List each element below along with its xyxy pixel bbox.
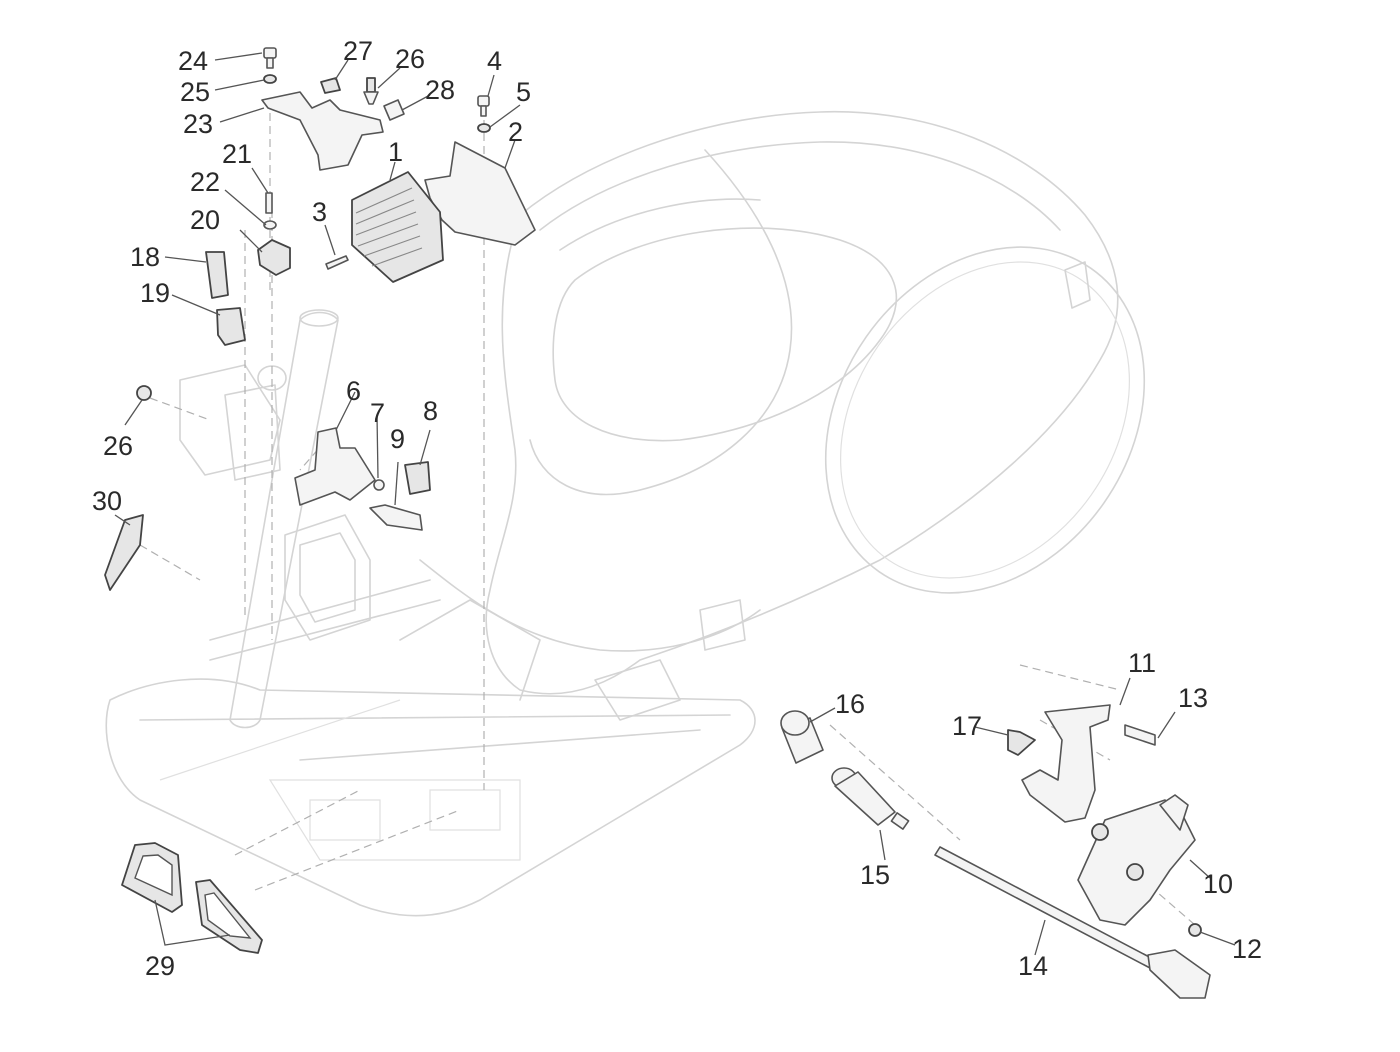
assembly-lines: [139, 100, 1196, 926]
callout-29: 29: [145, 951, 175, 981]
part-4-bolt: [477, 95, 490, 117]
part-1-voltage-regulator: [351, 171, 444, 283]
callout-9: 9: [390, 424, 405, 454]
part-13-bolt: [1124, 724, 1156, 746]
part-5-washer: [477, 123, 491, 133]
callout-4: 4: [487, 46, 502, 76]
callout-19: 19: [140, 278, 170, 308]
callout-2: 2: [508, 117, 523, 147]
callout-24: 24: [178, 46, 208, 76]
part-19-grommet: [216, 307, 246, 346]
part-20-clamp: [257, 239, 291, 276]
callout-22: 22: [190, 167, 220, 197]
callout-14: 14: [1018, 951, 1048, 981]
part-28-clip: [383, 99, 405, 121]
callout-23: 23: [183, 109, 213, 139]
callout-labels: 24 25 23 27 26 28 4 5 2 1 21 22 20 3 18 …: [92, 36, 1262, 981]
leader-lines: [114, 52, 1236, 956]
callout-17: 17: [952, 711, 982, 741]
callout-10: 10: [1203, 869, 1233, 899]
part-30-clip: [104, 514, 144, 591]
part-7-nut: [373, 479, 385, 491]
callout-12: 12: [1232, 934, 1262, 964]
callout-25: 25: [180, 77, 210, 107]
part-3-bolt: [325, 255, 349, 270]
part-16-bushing: [780, 710, 824, 764]
part-9-sensor: [369, 504, 423, 531]
part-11-bracket: [1021, 704, 1111, 823]
callout-3: 3: [312, 197, 327, 227]
callout-6: 6: [346, 376, 361, 406]
part-26-screw: [363, 77, 379, 105]
callout-15: 15: [860, 860, 890, 890]
part-17-connector: [1007, 729, 1036, 756]
part-12-nut: [1188, 923, 1202, 937]
callout-1: 1: [388, 137, 403, 167]
part-29-gaskets: [121, 842, 263, 954]
callout-5: 5: [516, 77, 531, 107]
callout-13: 13: [1178, 683, 1208, 713]
part-24-bolt: [263, 47, 277, 69]
callout-11: 11: [1128, 648, 1156, 678]
part-25-washer: [263, 74, 277, 84]
callout-16: 16: [835, 689, 865, 719]
callout-20: 20: [190, 205, 220, 235]
part-10-stand-housing: [1077, 794, 1196, 926]
part-14-rod: [934, 846, 1211, 999]
part-27-clip: [320, 77, 341, 94]
part-23-bracket: [261, 91, 384, 171]
callout-26-top: 26: [395, 44, 425, 74]
callout-28: 28: [425, 75, 455, 105]
callout-26-left: 26: [103, 431, 133, 461]
part-15-pin: [831, 767, 910, 830]
part-2-cover: [424, 141, 536, 246]
callout-21: 21: [222, 139, 252, 169]
part-8-relay: [404, 461, 431, 495]
part-22-washer: [263, 220, 277, 230]
callout-18: 18: [130, 242, 160, 272]
part-18-cap: [205, 251, 229, 299]
part-21-screw: [265, 192, 273, 214]
callout-8: 8: [423, 396, 438, 426]
part-26-nut: [136, 385, 152, 401]
callout-27: 27: [343, 36, 373, 66]
part-6-bracket: [294, 427, 376, 506]
callout-30: 30: [92, 486, 122, 516]
callout-7: 7: [370, 398, 385, 428]
